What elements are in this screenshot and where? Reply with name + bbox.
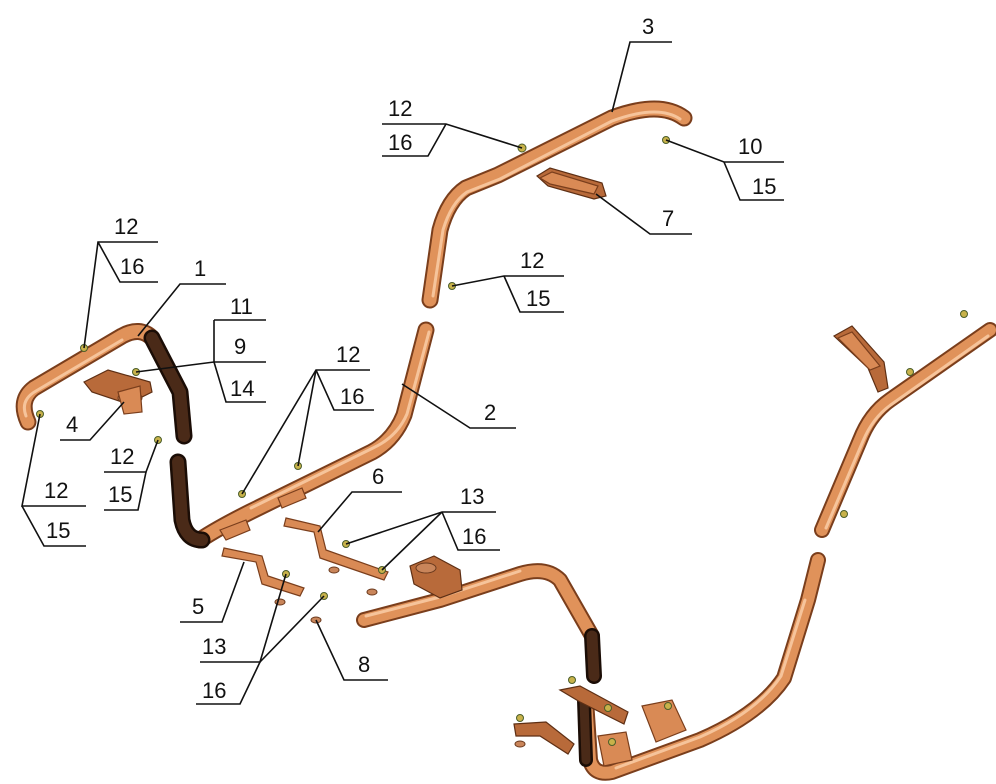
label-6: 6	[372, 464, 384, 489]
label-16-bottom: 16	[202, 678, 226, 703]
hardware	[36, 136, 968, 748]
label-15-left-low: 15	[46, 518, 70, 543]
label-14: 14	[230, 376, 254, 401]
label-12-top: 12	[388, 96, 412, 121]
label-13-right: 13	[460, 484, 484, 509]
label-13-bottom: 13	[202, 634, 226, 659]
label-12-mid: 12	[520, 248, 544, 273]
part-4-bracket	[83, 369, 153, 415]
label-12-center: 12	[336, 342, 360, 367]
callout-labels: 3 12 16 10 15 7 12 15 12 16 1 11 9 14 4 …	[44, 14, 776, 703]
label-8: 8	[358, 652, 370, 677]
label-16-top: 16	[388, 130, 412, 155]
label-1: 1	[194, 256, 206, 281]
label-2: 2	[484, 400, 496, 425]
label-15-left-mid: 15	[108, 482, 132, 507]
part-2-middle-tube	[169, 321, 435, 549]
part-1-left-tube	[15, 323, 193, 445]
label-11: 11	[230, 294, 253, 319]
label-16-center: 16	[340, 384, 364, 409]
label-16-right: 16	[462, 524, 486, 549]
part-3-upper-tube	[421, 100, 693, 309]
label-9: 9	[234, 334, 246, 359]
label-15-mid: 15	[526, 286, 550, 311]
label-12-left-low: 12	[44, 478, 68, 503]
right-assembly	[513, 322, 996, 781]
label-12-left-top: 12	[114, 214, 138, 239]
label-12-left-mid: 12	[110, 444, 134, 469]
label-15-top-right: 15	[752, 174, 776, 199]
label-3: 3	[642, 14, 654, 39]
leader-lines	[21, 41, 784, 705]
label-16-left-top: 16	[120, 254, 144, 279]
label-7: 7	[662, 206, 674, 231]
part-6-bracket	[283, 517, 389, 581]
part-7-bracket	[536, 167, 607, 200]
label-10: 10	[738, 134, 762, 159]
label-5: 5	[192, 594, 204, 619]
label-4: 4	[66, 412, 78, 437]
part-8-lower-tube	[356, 555, 602, 684]
